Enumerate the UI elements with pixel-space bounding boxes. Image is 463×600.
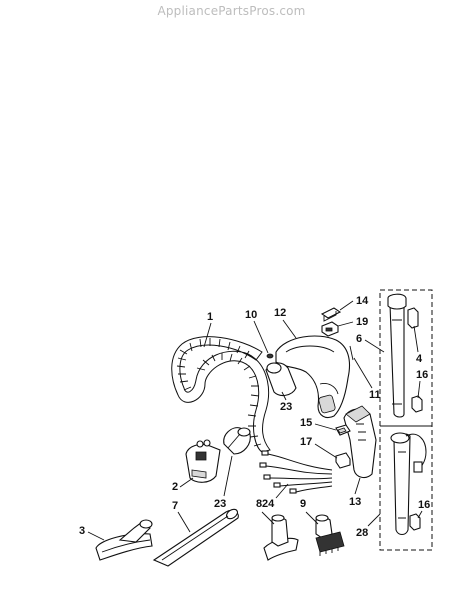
switch-part[interactable] bbox=[321, 321, 339, 337]
floor-tool-part[interactable] bbox=[263, 514, 299, 561]
leader-2 bbox=[179, 477, 194, 488]
callout-23-lower: 23 bbox=[214, 498, 226, 510]
nozzle-end-part[interactable] bbox=[185, 439, 221, 483]
callout-7: 7 bbox=[172, 500, 178, 512]
screw-part[interactable] bbox=[266, 353, 274, 359]
callout-19: 19 bbox=[356, 316, 368, 328]
leader-9 bbox=[305, 511, 319, 525]
callout-17: 17 bbox=[300, 436, 312, 448]
callout-28: 28 bbox=[356, 527, 368, 539]
leader-4 bbox=[413, 325, 419, 353]
cuff-coupling-part[interactable] bbox=[223, 427, 251, 455]
callout-15: 15 bbox=[300, 417, 312, 429]
hose-cuff-part[interactable] bbox=[343, 405, 377, 479]
callout-12: 12 bbox=[274, 307, 286, 319]
leader-23-upper bbox=[281, 391, 287, 401]
wand-latch-lower-part[interactable] bbox=[409, 513, 421, 531]
callout-16-upper: 16 bbox=[416, 369, 428, 381]
callout-23-upper: 23 bbox=[280, 401, 292, 413]
leader-16-lower bbox=[417, 510, 423, 519]
callout-13: 13 bbox=[349, 496, 361, 508]
wand-group-upper-box bbox=[379, 289, 433, 427]
crevice-tool-part[interactable] bbox=[152, 507, 239, 567]
leader-19 bbox=[337, 321, 354, 327]
callout-4: 4 bbox=[416, 353, 423, 365]
callout-16-lower: 16 bbox=[418, 499, 430, 511]
callout-9: 9 bbox=[300, 498, 306, 510]
connector-part[interactable] bbox=[335, 452, 351, 469]
callout-1: 1 bbox=[207, 311, 213, 323]
watermark-text: AppliancePartsPros.com bbox=[157, 4, 306, 18]
leader-10 bbox=[253, 320, 269, 354]
leader-6 bbox=[364, 339, 385, 353]
upper-wand-part[interactable] bbox=[387, 293, 407, 418]
wire-harness-part[interactable] bbox=[259, 450, 333, 494]
leader-11 bbox=[353, 357, 373, 389]
leader-8 bbox=[261, 511, 275, 525]
leader-7 bbox=[177, 511, 191, 533]
callout-10: 10 bbox=[245, 309, 257, 321]
leader-15 bbox=[314, 423, 337, 431]
hose-coil[interactable] bbox=[171, 336, 271, 453]
callout-24: 24 bbox=[262, 498, 275, 510]
leader-28 bbox=[367, 513, 381, 527]
callout-11: 11 bbox=[369, 389, 381, 401]
dusting-brush-part[interactable] bbox=[315, 514, 345, 556]
wand-group-lower-box bbox=[379, 425, 433, 551]
latch-part[interactable] bbox=[335, 424, 351, 436]
callout-6: 6 bbox=[356, 333, 362, 345]
callout-2: 2 bbox=[172, 481, 178, 493]
leader-24 bbox=[275, 483, 289, 499]
leader-3 bbox=[87, 531, 105, 541]
callout-3: 3 bbox=[79, 525, 85, 537]
wand-clip-upper-part[interactable] bbox=[407, 307, 419, 329]
pin-part[interactable] bbox=[349, 345, 354, 361]
swivel-connector-part[interactable] bbox=[265, 362, 297, 397]
leader-17 bbox=[314, 443, 338, 459]
handle-part[interactable] bbox=[275, 335, 351, 419]
leader-12 bbox=[282, 319, 297, 339]
callout-14: 14 bbox=[356, 295, 369, 307]
clip-part[interactable] bbox=[320, 307, 342, 322]
wand-latch-upper-part[interactable] bbox=[411, 395, 423, 413]
lower-wand-part[interactable] bbox=[390, 432, 427, 536]
leader-23-lower bbox=[223, 455, 233, 497]
leader-13 bbox=[354, 477, 361, 495]
callout-8: 8 bbox=[256, 498, 262, 510]
leader-1 bbox=[203, 322, 212, 348]
leader-14 bbox=[339, 300, 354, 311]
upholstery-tool-part[interactable] bbox=[95, 519, 153, 561]
leader-16-upper bbox=[417, 380, 421, 399]
